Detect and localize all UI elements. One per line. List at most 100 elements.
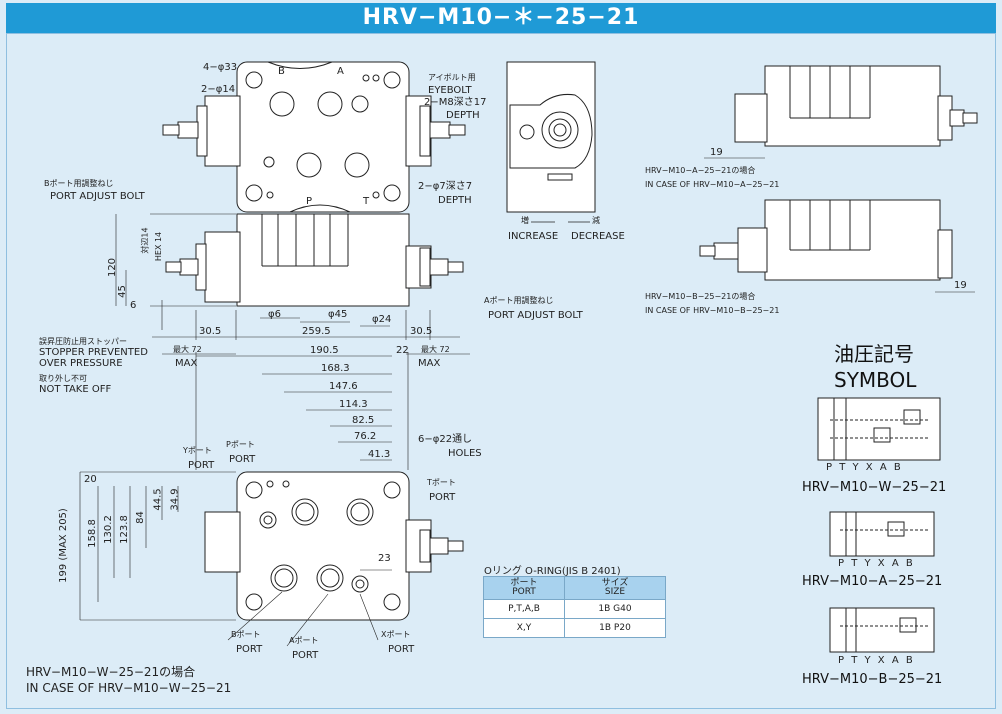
- stopper-label-2: OVER PRESSURE: [39, 358, 123, 369]
- decrease-label: DECREASE: [571, 231, 625, 242]
- max-right-label: MAX: [418, 358, 441, 369]
- oring-head-port-jp: ポート: [510, 578, 538, 588]
- variant-a-jp: HRV−M10−A−25−21の場合: [645, 166, 756, 175]
- dim-34-9: 34.9: [169, 488, 181, 511]
- variant-b-jp: HRV−M10−B−25−21の場合: [645, 292, 756, 301]
- dim-259-5: 259.5: [302, 326, 331, 337]
- dim-123-8: 123.8: [118, 515, 130, 544]
- eyebolt-label: EYEBOLT: [428, 85, 472, 96]
- oring-head-size-en: SIZE: [604, 587, 626, 597]
- port-b-label: B: [278, 66, 285, 77]
- p-port-jp: Pポート: [226, 440, 255, 449]
- variant-b-view: [699, 199, 975, 293]
- symbol-name-a: HRV−M10−A−25−21: [802, 574, 943, 589]
- x-port-label: PORT: [388, 644, 415, 655]
- dim-114-3: 114.3: [339, 399, 368, 410]
- p-port-label: PORT: [229, 454, 256, 465]
- symbol-title: SYMBOL: [834, 368, 917, 392]
- oring-head-port-en: PORT: [512, 587, 536, 597]
- y-port-label: PORT: [188, 460, 215, 471]
- eyebolt-jp-label: アイボルト用: [428, 73, 476, 82]
- dim-20: 20: [84, 474, 97, 485]
- knob-view: [506, 61, 596, 223]
- dim-23: 23: [378, 553, 391, 564]
- stopper-label-1: STOPPER PREVENTED: [39, 347, 148, 358]
- a-adjust-label: PORT ADJUST BOLT: [488, 310, 583, 321]
- phi45-label: φ45: [328, 309, 348, 320]
- dim-84: 84: [134, 511, 146, 524]
- holes-33-label: 4−φ33: [203, 62, 238, 73]
- dim-30-5-right: 30.5: [410, 326, 433, 337]
- port-a-label: A: [337, 66, 344, 77]
- port-p-label: P: [306, 196, 313, 207]
- a-port-jp: Aポート: [289, 636, 319, 645]
- caption: IN CASE OF HRV−M10−W−25−21: [26, 681, 232, 695]
- hex-14-label: HEX 14: [154, 231, 164, 262]
- symbol-w-diagram: [817, 397, 941, 461]
- holes-14-label: 2−φ14: [201, 84, 236, 95]
- dim-30-5-left: 30.5: [199, 326, 222, 337]
- b-adjust-label: PORT ADJUST BOLT: [50, 191, 145, 202]
- variant-a-view: [704, 65, 978, 159]
- dim-120: 120: [107, 257, 119, 278]
- max-left-jp: 最大 72: [173, 345, 202, 354]
- holes-22-label: 6−φ22通し: [418, 434, 473, 445]
- page-title: HRV−M10−＊−25−21: [6, 3, 996, 33]
- oring-head-size-jp: サイズ: [601, 578, 629, 588]
- bottom-view: [79, 352, 464, 647]
- oring-caption: Oリング O-RING(JIS B 2401): [484, 566, 621, 577]
- variant-b-label: IN CASE OF HRV−M10−B−25−21: [645, 306, 780, 315]
- symbol-name-w: HRV−M10−W−25−21: [802, 480, 947, 495]
- dim-168-3: 168.3: [321, 363, 350, 374]
- caption-jp: HRV−M10−W−25−21の場合: [26, 665, 196, 679]
- phi6-label: φ6: [268, 309, 281, 320]
- increase-label: INCREASE: [508, 231, 559, 242]
- y-port-jp: Yポート: [183, 446, 212, 455]
- dim-130-2: 130.2: [102, 515, 114, 544]
- side-view: [115, 213, 470, 355]
- dim-190-5: 190.5: [310, 345, 339, 356]
- symbol-a-diagram: [829, 511, 935, 557]
- dim-41-3: 41.3: [368, 449, 391, 460]
- variant-a-label: IN CASE OF HRV−M10−A−25−21: [645, 180, 780, 189]
- depth-label-2: DEPTH: [438, 195, 472, 206]
- not-take-jp-label: 取り外し不可: [39, 374, 87, 383]
- oring-port-cell: X,Y: [483, 618, 565, 638]
- dim-147-6: 147.6: [329, 381, 358, 392]
- dim-158-8: 158.8: [86, 519, 98, 548]
- phi24-label: φ24: [372, 314, 392, 325]
- x-port-jp: Xポート: [381, 630, 411, 639]
- not-take-label: NOT TAKE OFF: [39, 384, 112, 395]
- dim-76-2: 76.2: [354, 431, 377, 442]
- symbol-a-ports: P T Y X A B: [838, 558, 915, 569]
- port-t-label: T: [363, 196, 370, 207]
- stopper-jp-label: 誤昇圧防止用ストッパー: [39, 337, 127, 346]
- a-port-label: PORT: [292, 650, 319, 661]
- m8-depth-label: 2−M8深さ17: [424, 97, 487, 108]
- symbol-b-ports: P T Y X A B: [838, 655, 915, 666]
- symbol-title-jp: 油圧記号: [834, 342, 914, 366]
- depth-label-1: DEPTH: [446, 110, 480, 121]
- dim-19-b: 19: [954, 280, 967, 291]
- symbol-b-diagram: [829, 607, 935, 653]
- a-adjust-jp-label: Aポート用調整ねじ: [484, 296, 554, 305]
- dim-19-a: 19: [710, 147, 723, 158]
- symbol-w-ports: P T Y X A B: [826, 462, 903, 473]
- symbol-name-b: HRV−M10−B−25−21: [802, 672, 943, 687]
- dim-82-5: 82.5: [352, 415, 375, 426]
- dim-45: 45: [116, 285, 128, 298]
- dim-6: 6: [130, 300, 137, 311]
- b-port-label: PORT: [236, 644, 263, 655]
- decrease-jp-label: 減: [592, 216, 600, 225]
- dim-14-label: 対辺14: [140, 227, 150, 254]
- max-right-jp: 最大 72: [421, 345, 450, 354]
- increase-jp-label: 増: [521, 216, 529, 225]
- table-row: X,Y 1B P20: [483, 618, 666, 638]
- dim-22: 22: [396, 345, 409, 356]
- oring-port-cell: P,T,A,B: [483, 599, 565, 619]
- max-left-label: MAX: [175, 358, 198, 369]
